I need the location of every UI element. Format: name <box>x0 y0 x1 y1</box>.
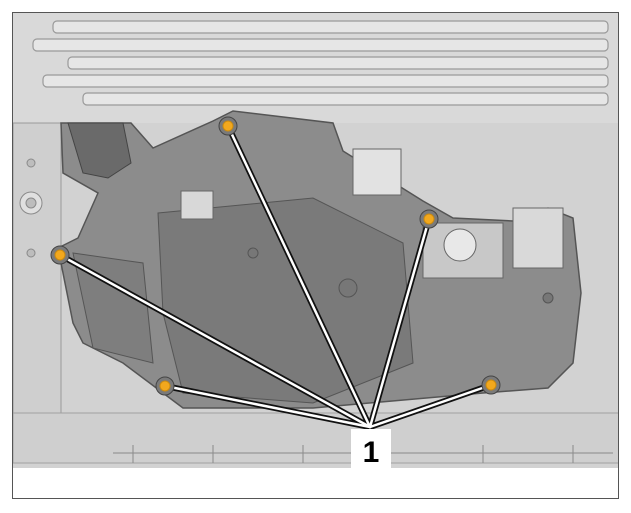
fastener-left <box>50 245 70 265</box>
leader-lines <box>57 123 494 430</box>
fastener-bottom-right <box>481 375 501 395</box>
fastener-right-upper <box>419 209 439 229</box>
callout-box <box>351 429 391 469</box>
fastener-top <box>218 116 238 136</box>
module-illustration <box>13 13 618 498</box>
fastener-bottom-left <box>155 376 175 396</box>
callout-label: 1 <box>362 436 380 469</box>
control-module <box>57 110 582 409</box>
fasteners <box>50 116 501 396</box>
illustration-frame: 1 <box>12 12 619 499</box>
